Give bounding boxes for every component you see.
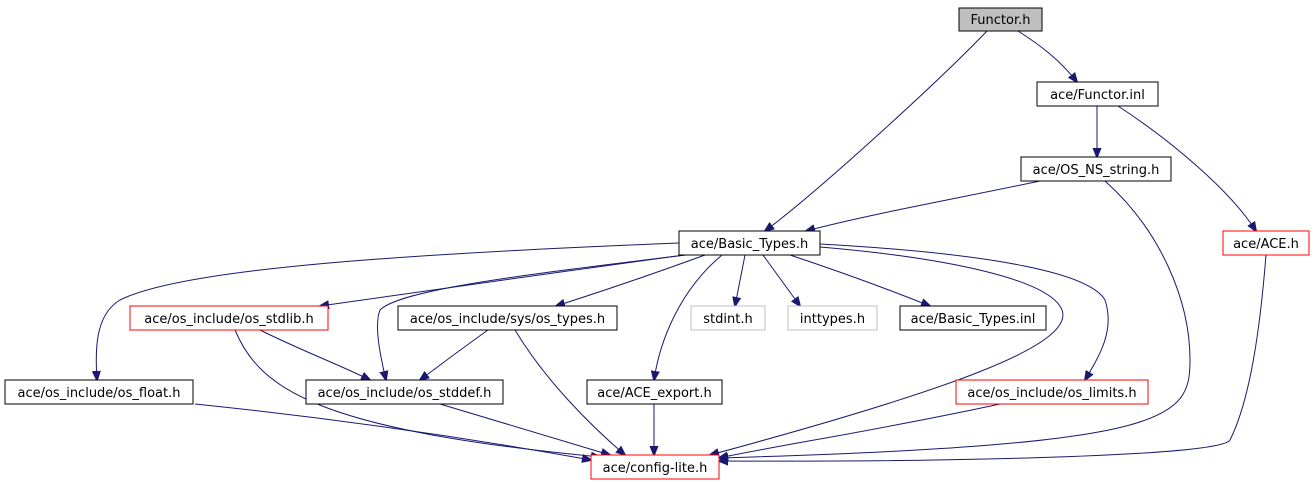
edge-os-stddef-to-config-lite — [439, 403, 610, 455]
node-os-limits-label: ace/os_include/os_limits.h — [967, 386, 1136, 401]
node-functor-h-label: Functor.h — [971, 13, 1031, 28]
edge-os-limits-to-config-lite — [719, 403, 1001, 458]
edge-basic-types-h-to-stdint — [735, 254, 746, 306]
node-os-types-label: ace/os_include/sys/os_types.h — [410, 312, 605, 327]
edge-os-ns-string-to-config-lite — [719, 180, 1191, 458]
node-ace-export-label: ace/ACE_export.h — [597, 386, 711, 401]
edge-basic-types-h-to-os-stdlib — [320, 254, 685, 306]
edge-os-types-to-os-stddef — [420, 329, 489, 380]
node-basic-types-inl[interactable]: ace/Basic_Types.inl — [899, 305, 1047, 331]
edge-os-types-to-config-lite — [514, 329, 625, 455]
edge-basic-types-h-to-ace-export — [654, 254, 723, 380]
edge-functor-inl-to-ace-h — [1117, 105, 1256, 231]
node-os-types[interactable]: ace/os_include/sys/os_types.h — [397, 305, 618, 331]
node-inttypes[interactable]: inttypes.h — [787, 305, 878, 331]
node-os-ns-string[interactable]: ace/OS_NS_string.h — [1020, 156, 1172, 182]
edge-basic-types-h-to-os-stddef — [377, 254, 687, 380]
node-inttypes-label: inttypes.h — [800, 312, 865, 327]
edge-basic-types-h-to-os-float — [96, 242, 680, 380]
node-os-stddef-label: ace/os_include/os_stddef.h — [318, 386, 492, 401]
node-config-lite-label: ace/config-lite.h — [603, 461, 708, 476]
edge-functor-h-to-functor-inl — [1017, 30, 1077, 82]
node-functor-inl-label: ace/Functor.inl — [1050, 88, 1145, 103]
nodes-layer: Functor.h ace/Functor.inl ace/OS_NS_stri… — [4, 7, 1310, 480]
edge-os-stdlib-to-os-stddef — [259, 329, 370, 380]
node-basic-types-h[interactable]: ace/Basic_Types.h — [678, 230, 821, 256]
node-functor-inl[interactable]: ace/Functor.inl — [1036, 81, 1159, 107]
node-os-ns-string-label: ace/OS_NS_string.h — [1033, 163, 1160, 178]
edges-layer — [96, 30, 1267, 461]
edge-basic-types-h-to-inttypes — [762, 254, 800, 306]
node-config-lite[interactable]: ace/config-lite.h — [590, 454, 720, 480]
edge-ace-h-to-config-lite — [719, 254, 1267, 461]
node-ace-export[interactable]: ace/ACE_export.h — [586, 379, 723, 405]
node-basic-types-h-label: ace/Basic_Types.h — [691, 237, 808, 252]
edge-functor-h-to-basic-types-h — [765, 30, 988, 231]
edge-os-stdlib-to-config-lite — [234, 329, 600, 457]
node-stdint[interactable]: stdint.h — [690, 305, 766, 331]
node-ace-h-label: ace/ACE.h — [1233, 237, 1299, 252]
edge-os-float-to-config-lite — [194, 403, 591, 460]
edge-os-ns-string-to-basic-types-h — [806, 180, 1041, 231]
node-functor-h[interactable]: Functor.h — [958, 7, 1043, 32]
node-os-float[interactable]: ace/os_include/os_float.h — [4, 379, 194, 405]
edge-basic-types-h-to-config-lite — [710, 246, 1064, 455]
node-basic-types-inl-label: ace/Basic_Types.inl — [911, 312, 1036, 327]
node-os-limits[interactable]: ace/os_include/os_limits.h — [955, 379, 1149, 405]
node-ace-h[interactable]: ace/ACE.h — [1222, 230, 1310, 256]
edge-basic-types-h-to-os-limits — [819, 243, 1109, 380]
node-os-float-label: ace/os_include/os_float.h — [17, 386, 180, 401]
node-os-stddef[interactable]: ace/os_include/os_stddef.h — [305, 379, 504, 405]
edge-basic-types-h-to-basic-types-inl — [789, 254, 930, 306]
node-os-stdlib-label: ace/os_include/os_stdlib.h — [144, 312, 313, 327]
node-stdint-label: stdint.h — [703, 312, 752, 327]
edge-basic-types-h-to-os-types — [556, 254, 706, 306]
node-os-stdlib[interactable]: ace/os_include/os_stdlib.h — [129, 305, 329, 331]
